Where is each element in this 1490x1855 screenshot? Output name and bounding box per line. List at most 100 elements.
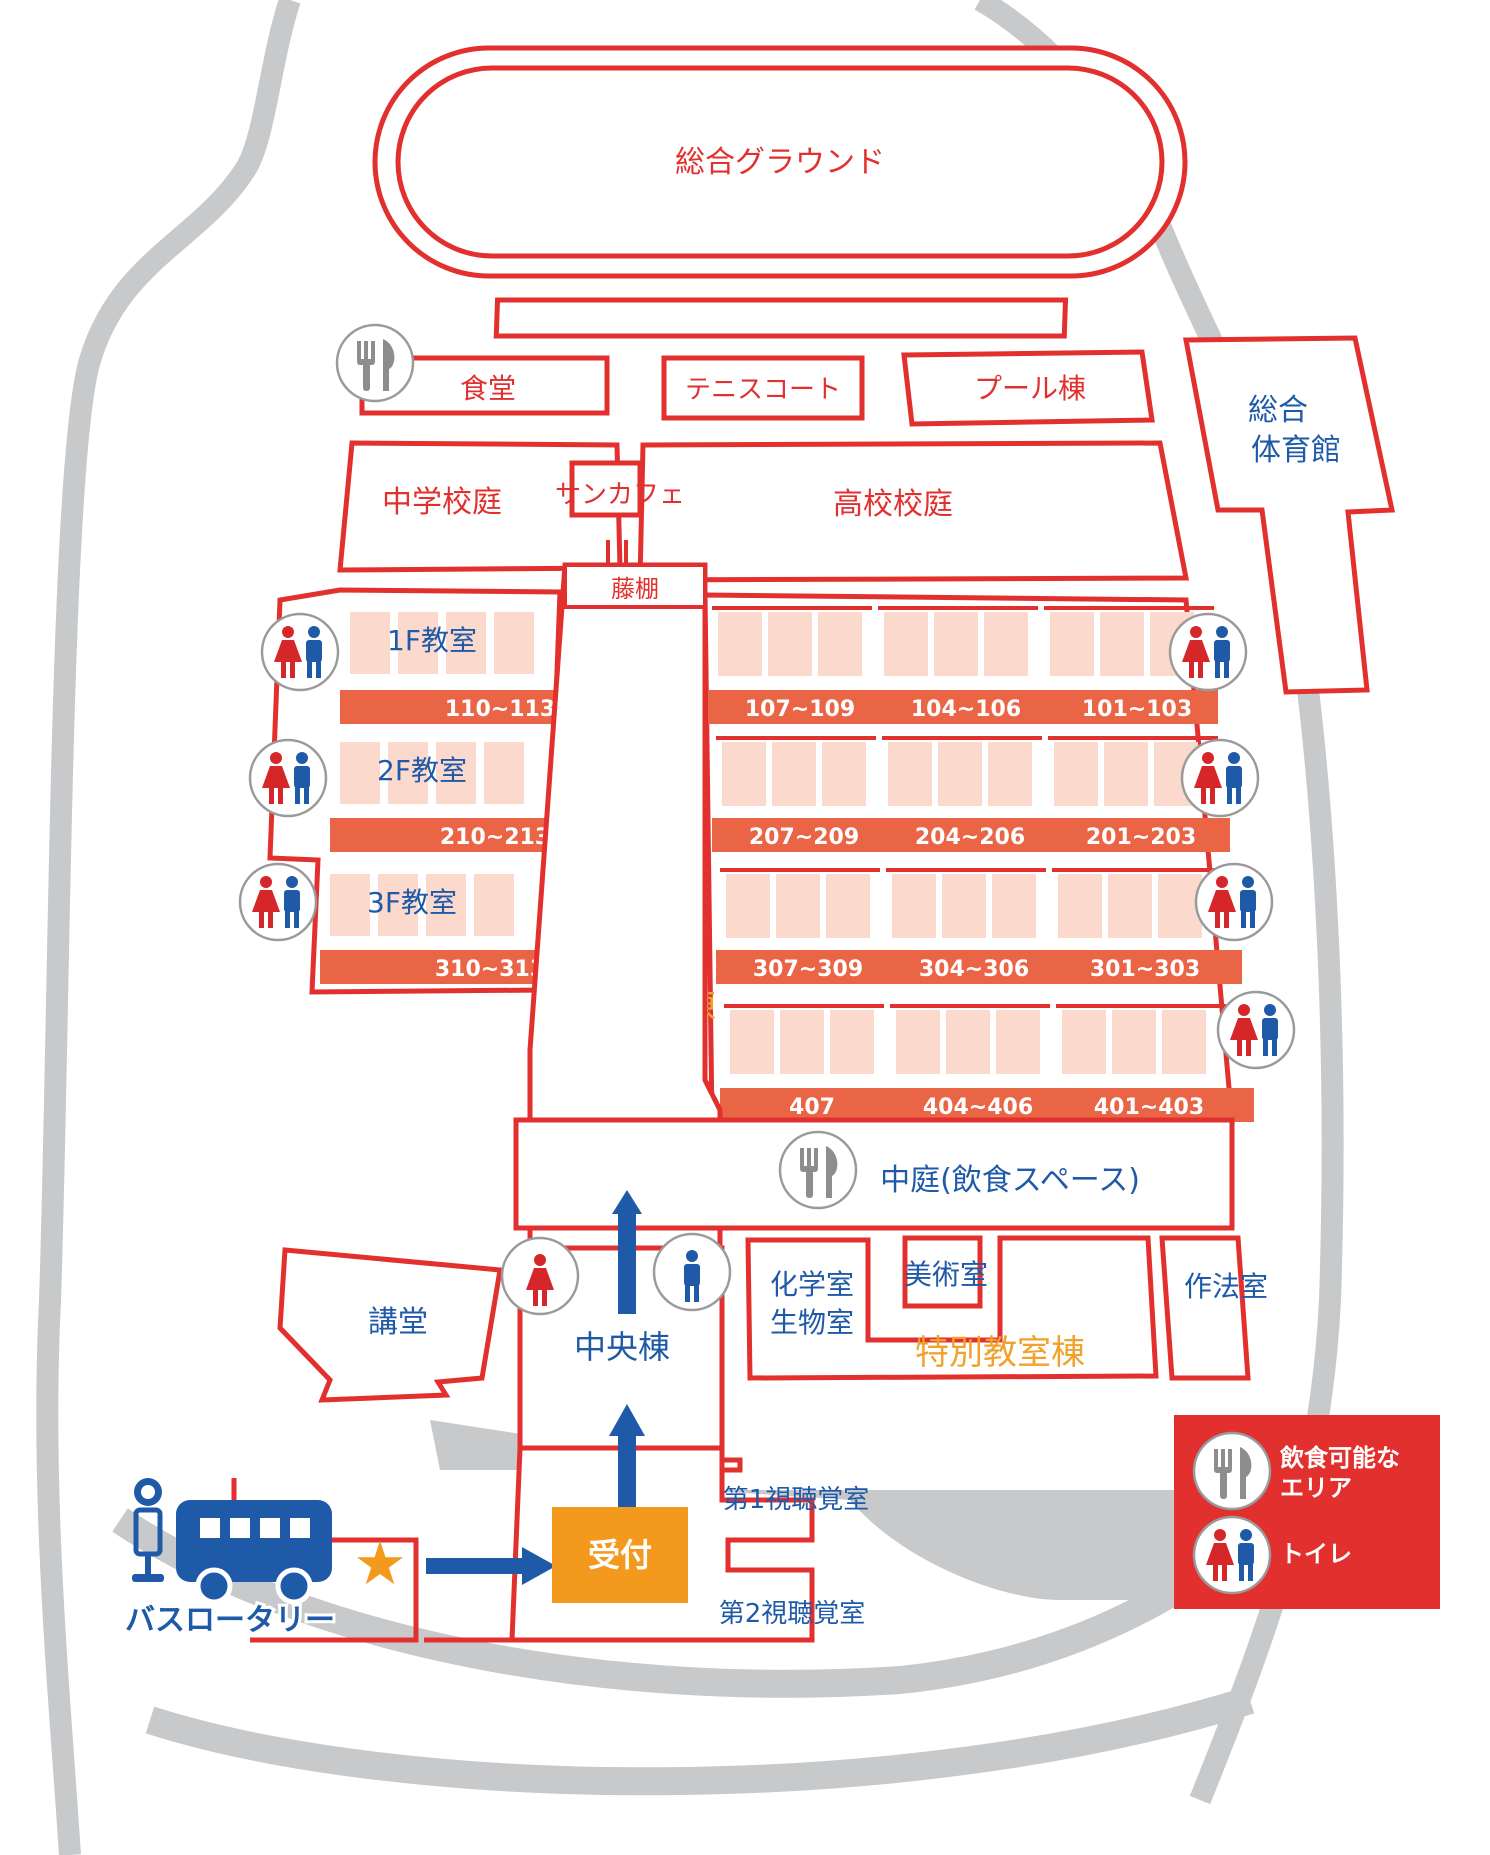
classroom-cell: [726, 874, 770, 938]
classroom-cell: [942, 874, 986, 938]
classroom-cell: [446, 612, 486, 674]
block-divider: [716, 736, 876, 740]
classroom-cell: [892, 874, 936, 938]
classroom-cell: [340, 742, 380, 804]
room-number-label: 404~406: [923, 1095, 1033, 1120]
sports-ground: 総合グラウンド: [372, 45, 1188, 279]
classroom-cell: [730, 1010, 774, 1074]
classroom-cell: [780, 1010, 824, 1074]
auditorium: 講堂: [277, 1247, 503, 1403]
restroom-icon: [250, 740, 326, 816]
room-number-label: 301~303: [1090, 957, 1200, 982]
special-bldg-label: 特別教室棟: [915, 1333, 1085, 1373]
bus-rotary-label: バスロータリー: [125, 1603, 335, 1638]
central-bldg-label: 中央棟: [574, 1328, 670, 1366]
legend-toilet: トイレ: [1280, 1540, 1352, 1568]
jh-courtyard-label: 中学校庭: [382, 485, 502, 520]
etiquette-room-label: 作法室: [1184, 1270, 1268, 1303]
block-divider: [886, 868, 1046, 872]
classroom-cell: [826, 874, 870, 938]
gymnasium: 総合 体育館: [1182, 335, 1396, 695]
legend-eating: 飲食可能な: [1279, 1444, 1400, 1472]
room-number-label: 407: [789, 1095, 835, 1120]
restroom-icon: [1196, 864, 1272, 940]
classroom-cell: [474, 874, 514, 936]
room-number-label: 101~103: [1082, 697, 1192, 722]
floor-classroom-label: 2F教室: [377, 754, 467, 787]
classroom-cell: [896, 1010, 940, 1074]
av-room2-label: 第2視聴覚室: [719, 1599, 866, 1629]
art-room-label: 美術室: [904, 1258, 988, 1291]
classroom-cell: [984, 612, 1028, 676]
classroom-cell: [1058, 874, 1102, 938]
classroom-cell: [772, 742, 816, 806]
gym-label-2: 体育館: [1251, 433, 1341, 468]
classroom-cell: [768, 612, 812, 676]
reception: 受付: [552, 1507, 688, 1603]
corridor-band: [340, 690, 554, 724]
room-number-label: 201~203: [1086, 825, 1196, 850]
room-number-label: 107~109: [745, 697, 855, 722]
room-number-label: 104~106: [911, 697, 1021, 722]
hs-courtyard-label: 高校校庭: [833, 487, 953, 522]
corridor-band: [708, 690, 1218, 724]
block-divider: [1052, 868, 1222, 872]
block-divider: [724, 1004, 884, 1008]
room-number-label: 401~403: [1094, 1095, 1204, 1120]
classroom-cell: [992, 874, 1036, 938]
classroom-cell: [1112, 1010, 1156, 1074]
arrow-icon: [522, 1547, 556, 1585]
restroom-female: [500, 1236, 580, 1316]
legend: 飲食可能な エリア トイレ: [1174, 1415, 1440, 1609]
pool-building: プール棟: [901, 349, 1155, 427]
tennis-court: テニスコート: [661, 355, 865, 421]
sun-cafe-label: サンカフェ: [555, 480, 685, 510]
bus-icon: [176, 1500, 332, 1605]
cafeteria-label: 食堂: [460, 372, 516, 405]
classroom-cell: [494, 612, 534, 674]
pool-label: プール棟: [974, 372, 1086, 405]
reception-label: 受付: [588, 1536, 652, 1574]
courtyard-label: 中庭(飲食スペース): [880, 1163, 1140, 1198]
restroom-male: [652, 1232, 732, 1312]
restroom-icon: [1182, 740, 1258, 816]
restroom-icon: [240, 864, 316, 940]
gym-label-1: 総合: [1248, 393, 1308, 428]
fork-knife-icon: [335, 323, 415, 403]
classroom-cell: [436, 742, 476, 804]
floor-classroom-label: 1F教室: [387, 624, 477, 657]
regular-classroom-building: 1F教室110~1132F教室210~2133F教室310~3131F2F3F普…: [240, 587, 1294, 1125]
block-divider: [720, 868, 880, 872]
block-divider: [882, 736, 1042, 740]
route-arrows: [426, 1190, 645, 1585]
classroom-cell: [350, 612, 390, 674]
classroom-cell: [946, 1010, 990, 1074]
classroom-cell: [996, 1010, 1040, 1074]
fork-knife-icon: [1192, 1431, 1272, 1511]
classroom-cell: [818, 612, 862, 676]
room-number-label: 304~306: [919, 957, 1029, 982]
classroom-cell: [1108, 874, 1152, 938]
room-number-label: 310~313: [435, 957, 545, 982]
classroom-cell: [426, 874, 466, 936]
classroom-cell: [484, 742, 524, 804]
legend-eating-2: エリア: [1280, 1474, 1352, 1502]
block-divider: [878, 606, 1038, 610]
tennis-label: テニスコート: [685, 375, 841, 405]
floor-classroom-label: 3F教室: [367, 886, 457, 919]
classroom-cell: [388, 742, 428, 804]
sun-cafe: サンカフェ: [555, 460, 685, 518]
star-icon: ★: [353, 1529, 407, 1599]
classroom-cell: [378, 874, 418, 936]
block-divider: [1048, 736, 1218, 740]
block-divider: [1044, 606, 1214, 610]
classroom-cell: [722, 742, 766, 806]
classroom-cell: [1104, 742, 1148, 806]
room-number-label: 207~209: [749, 825, 859, 850]
classroom-cell: [1054, 742, 1098, 806]
classroom-cell: [1162, 1010, 1206, 1074]
restroom-icon: [1194, 1517, 1270, 1593]
block-divider: [890, 1004, 1050, 1008]
classroom-cell: [1062, 1010, 1106, 1074]
